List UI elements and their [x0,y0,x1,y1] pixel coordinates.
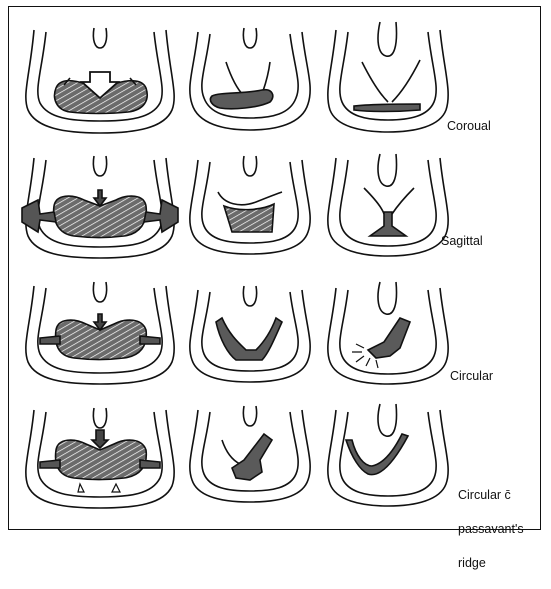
circular-stage-3 [328,282,448,384]
coronal-stage-2 [190,28,310,130]
row-sagittal [22,154,448,258]
coronal-stage-3 [328,22,448,132]
passavant-stage-1 [26,408,174,508]
velopharyngeal-closure-diagram [0,0,551,538]
label-circular: Circular [450,368,493,385]
passavant-stage-3 [328,404,448,506]
label-passavant-line-1: Circular c̄ [458,487,524,504]
sagittal-stage-3 [328,154,448,256]
label-circular-passavant: Circular c̄ passavant's ridge [458,470,524,589]
row-circular-passavant [26,404,448,508]
label-passavant-line-3: ridge [458,555,524,572]
label-passavant-line-2: passavant's [458,521,524,538]
sagittal-stage-1 [22,156,178,258]
sagittal-stage-2 [190,156,310,254]
circular-stage-2 [190,286,310,382]
row-coronal [26,22,448,133]
label-sagittal: Sagittal [441,233,483,250]
coronal-stage-1 [26,28,174,133]
passavant-stage-2 [190,406,310,502]
row-circular [26,282,448,384]
label-coronal: Coroual [447,118,491,135]
circular-stage-1 [26,282,174,384]
